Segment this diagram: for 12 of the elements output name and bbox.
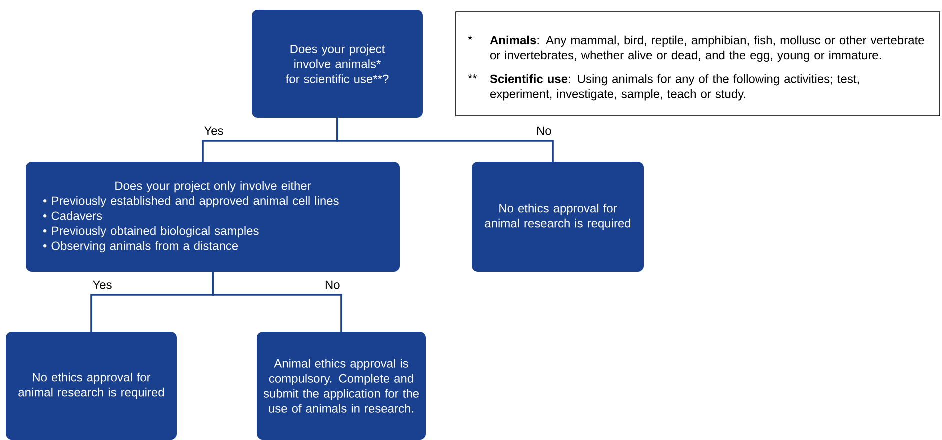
connector	[212, 272, 342, 332]
edge-label: No	[326, 280, 340, 290]
question-box: Does your project only involve either • Previously established and approved animal cell lines • Cadavers • Previously obtained biological samples • Observing animals from a distance	[26, 162, 400, 272]
result-box: Animal ethics approval is compulsory. Complete and submit the application for the use of animals in research.	[257, 332, 426, 440]
edge-label: No	[537, 126, 552, 136]
question-box: Does your project involve animals* for scientific use**?	[252, 10, 423, 118]
definition-box: * Animals: Any mammal, bird, reptile, amphibian, fish, mollusc or other vertebrate or invertebrates, whether alive or dead, and the egg, young or immature. ** Scientific use: Using animals for any of the following activities; test, experiment, investigate, sample, teach or study.	[456, 12, 940, 116]
edge-label: Yes	[92, 280, 112, 290]
result-box: No ethics approval for animal research is required	[472, 162, 644, 272]
connector	[336, 118, 554, 162]
result-box: No ethics approval for animal research is required	[6, 332, 177, 440]
edge-label: Yes	[204, 126, 224, 136]
